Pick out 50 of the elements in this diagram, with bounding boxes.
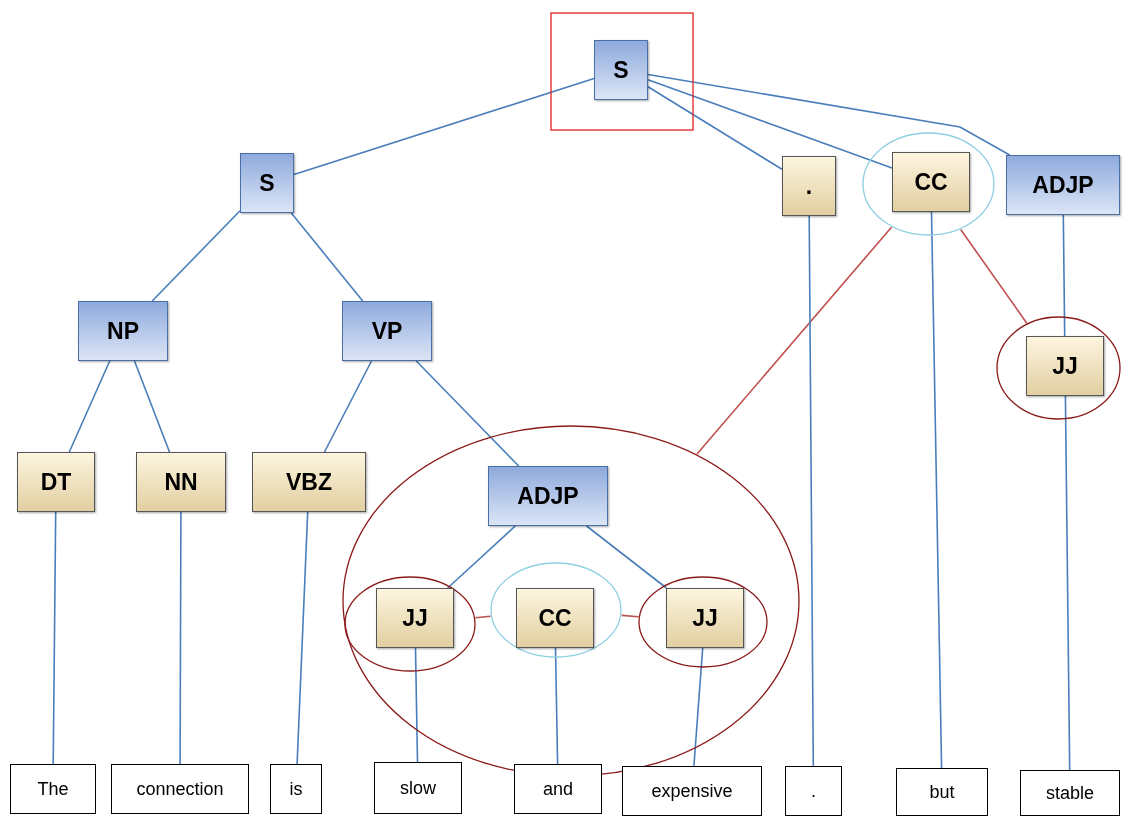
connector-line (296, 511, 309, 765)
category-box: VBZ (252, 452, 366, 512)
category-box: CC (516, 588, 594, 648)
connector-line (959, 228, 1028, 324)
word-box: is (270, 764, 322, 814)
connector-line (1064, 395, 1071, 771)
category-box: S (240, 153, 294, 213)
category-box: ADJP (1006, 155, 1120, 215)
category-box: CC (892, 152, 970, 212)
category-box: JJ (376, 588, 454, 648)
category-box: ADJP (488, 466, 608, 526)
connector-line (585, 525, 668, 589)
connector-line (133, 360, 171, 453)
connector-line (474, 615, 492, 619)
connector-line (414, 647, 419, 763)
category-box: DT (17, 452, 95, 512)
connector-line (930, 211, 943, 769)
connector-line (68, 360, 111, 453)
connector-line (1062, 214, 1066, 337)
connector-line (647, 79, 893, 169)
word-box: connection (111, 764, 249, 814)
connector-line (323, 360, 373, 453)
category-box: JJ (666, 588, 744, 648)
word-box: The (10, 764, 96, 814)
category-box: . (782, 156, 836, 216)
connector-line (52, 511, 57, 765)
connector-line (620, 614, 640, 618)
word-box: stable (1020, 770, 1120, 816)
word-box: . (785, 766, 842, 816)
connector-line (293, 77, 595, 176)
category-box: NN (136, 452, 226, 512)
category-box: VP (342, 301, 432, 361)
connector-line (647, 73, 1011, 156)
connector-line (693, 647, 704, 767)
connector-line (696, 226, 893, 455)
connector-line (808, 215, 815, 767)
category-box: JJ (1026, 336, 1104, 396)
word-box: expensive (622, 766, 762, 816)
connector-line (151, 210, 241, 302)
category-box: NP (78, 301, 168, 361)
word-box: slow (374, 762, 462, 814)
word-box: but (896, 768, 988, 816)
word-box: and (514, 764, 602, 814)
connector-line (415, 360, 520, 467)
connector-line (446, 525, 517, 589)
connector-line (554, 647, 559, 765)
connector-line (290, 212, 364, 302)
connector-line (647, 85, 783, 171)
category-box: S (594, 40, 648, 100)
connector-line (179, 511, 182, 765)
